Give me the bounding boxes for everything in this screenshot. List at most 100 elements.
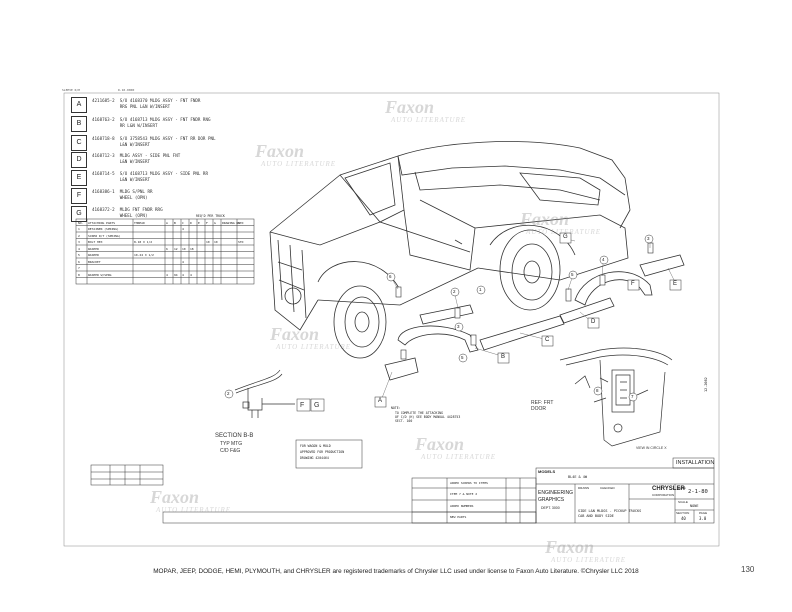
- parts-table-col-header: E: [198, 220, 200, 225]
- parts-table-cell: 4: [190, 272, 192, 277]
- drawing-letter-d: D: [591, 319, 596, 325]
- callout-row-g: G 4168372-2 MLDG FNT FNDR RRG WHEEL (OPN…: [71, 206, 251, 223]
- bubble-number: 2: [453, 289, 456, 294]
- drawing-letter-a: A: [378, 398, 383, 404]
- drawing-letter-c: C: [545, 337, 550, 343]
- title-block-dept: DEPT. 3000: [541, 506, 560, 510]
- callout-letter: B: [71, 116, 87, 132]
- parts-table-cell: 6: [78, 259, 80, 264]
- bubble-number: 8: [596, 388, 599, 393]
- title-block-checked-label: CHECKED: [600, 486, 615, 490]
- sheet-tag-mid: D-10-0000: [118, 88, 135, 92]
- callout-letter: G: [71, 206, 87, 222]
- parts-table-col-header: D: [190, 220, 192, 225]
- parts-table-col-header: F: [206, 220, 208, 225]
- note-line-3: SECT. 100: [395, 419, 413, 423]
- parts-table-cell: 4: [182, 259, 184, 264]
- revision-line-4: NEW PARTS: [450, 515, 467, 519]
- section-bb-sub1: TYP MTG: [220, 441, 243, 447]
- parts-table-header: REQ'D PER TRUCK: [196, 214, 225, 218]
- parts-table-cell: BRACKET: [88, 259, 101, 264]
- parts-table-cell: 3: [78, 240, 80, 244]
- parts-table-col-header: ATTACHING PARTS: [88, 220, 116, 225]
- revision-line-3: ADDED NUMBERS: [450, 504, 474, 508]
- parts-table-cell: 8-18 X 1/2: [134, 240, 153, 244]
- view-circle-label: VIEW IN CIRCLE X: [636, 446, 667, 450]
- revision-line-1: ADDED SCREWS TO ITEMS: [450, 481, 488, 485]
- parts-table-cell: SCREW R/T (SPRING): [88, 233, 121, 238]
- parts-table: [75, 218, 255, 285]
- title-block-date-label: DATE: [678, 486, 686, 490]
- ref-door-label-2: DOOR: [531, 406, 546, 412]
- title-block-models-label: MODELS: [538, 469, 556, 474]
- parts-table-cell: 4: [78, 246, 80, 251]
- parts-table-col-header: A: [166, 220, 168, 225]
- wheels: [317, 224, 576, 359]
- section-box-g: G: [314, 402, 320, 409]
- title-block-desc-2: CAB AND BODY SIDE: [578, 514, 614, 518]
- callout-text: 4168763-2 S/O 4168713 MLDG ASSY - FNT FN…: [92, 117, 211, 128]
- trademark-footer: MOPAR, JEEP, DODGE, HEMI, PLYMOUTH, and …: [153, 568, 639, 575]
- title-block-section-value: 40: [681, 516, 686, 521]
- drawing-letter-e: E: [673, 281, 678, 287]
- parts-table-cell: 18: [190, 246, 194, 251]
- section-bb-sub2: C/D F&G: [220, 448, 241, 454]
- callout-text: 4168714-5 S/O 4168713 MLDG ASSY - SIDE P…: [92, 171, 208, 182]
- bubble-number: 5: [571, 272, 574, 277]
- note-box-line-2: APPROVED FOR PRODUCTION: [300, 450, 345, 454]
- parts-table-cell: 1: [78, 227, 80, 231]
- title-block-scale-label: SCALE: [678, 500, 688, 504]
- title-block-desc-1: SIDE L&N MLDGS - PICKUP TRUCKS: [578, 509, 642, 513]
- parts-table-col-header: DRAWING NO.: [222, 220, 242, 225]
- parts-table-cell: WASHER W/SPRG: [88, 272, 112, 277]
- parts-table-col-header: NO.: [78, 220, 84, 225]
- drawing-frame: [63, 92, 720, 547]
- callout-row-f: F 4168386-1 MLDG S/PNL RR WHEEL (OPN): [71, 188, 251, 205]
- revision-line-2: ITEM 7 & NOTE 2: [450, 492, 478, 496]
- title-block-page-value: 3.0: [699, 516, 707, 521]
- parts-table-col-header: G: [214, 220, 216, 225]
- note-box-line-3: DRAWING 4204464: [300, 456, 329, 460]
- drawing-letter-g: G: [563, 234, 568, 240]
- part-letter-boxes: [374, 232, 682, 408]
- callout-row-d: D 4168712-3 MLDG ASSY - SIDE PNL FNT L&N…: [71, 152, 251, 169]
- note-line-2: OF C/D (H) SEE BODY MANUAL 4428753: [395, 415, 461, 419]
- bubble-number: 2: [227, 391, 230, 396]
- exploded-moldings: [384, 254, 685, 381]
- callout-row-e: E 4168714-5 S/O 4168713 MLDG ASSY - SIDE…: [71, 170, 251, 187]
- bubble-number: 1: [479, 287, 482, 292]
- parts-table-cell: 5: [78, 253, 80, 257]
- parts-table-cell: STD: [238, 240, 244, 244]
- parts-table-cell: 4: [182, 272, 184, 277]
- callout-letter: A: [71, 97, 87, 113]
- parts-table-col-header: STD: [238, 220, 244, 225]
- parts-table-col-header: C: [182, 220, 184, 225]
- title-block-company-sub: CORPORATION: [652, 493, 675, 497]
- note-line-1: TO COMPLETE THE ATTACHING: [395, 411, 443, 415]
- section-box-f: F: [300, 402, 305, 409]
- callout-letter: C: [71, 135, 87, 151]
- truck-body-outline: [269, 141, 631, 331]
- callout-text: 4168386-1 MLDG S/PNL RR WHEEL (OPN): [92, 189, 153, 200]
- parts-table-cell: RETAINER (SPRING): [88, 227, 119, 231]
- title-block-installation: INSTALLATION: [676, 460, 715, 466]
- callout-text: 4168372-2 MLDG FNT FNDR RRG WHEEL (OPN): [92, 207, 163, 218]
- title-block-company: CHRYSLER: [652, 486, 685, 492]
- bubble-number: 5: [461, 355, 464, 360]
- title-block-eng-1: ENGINEERING: [538, 490, 574, 496]
- attaching-parts: [395, 242, 654, 360]
- title-block-section-label: SECTION: [676, 511, 690, 515]
- parts-table-cell: 6: [166, 246, 168, 251]
- page-number: 130: [741, 565, 755, 574]
- parts-table-cell: 4: [166, 272, 168, 277]
- bubble-number: 7: [631, 394, 634, 399]
- parts-table-cell: WASHER: [88, 253, 99, 257]
- callout-text: 4211685-2 S/O 4168370 MLDG ASSY - FNT FN…: [92, 98, 201, 109]
- parts-table-cell: 2: [78, 233, 80, 238]
- callout-row-c: C 4168718-8 S/O 3758543 MLDG ASSY - FNT …: [71, 135, 251, 152]
- number-bubbles: [224, 234, 654, 402]
- title-block-scale-value: NONE: [690, 504, 699, 508]
